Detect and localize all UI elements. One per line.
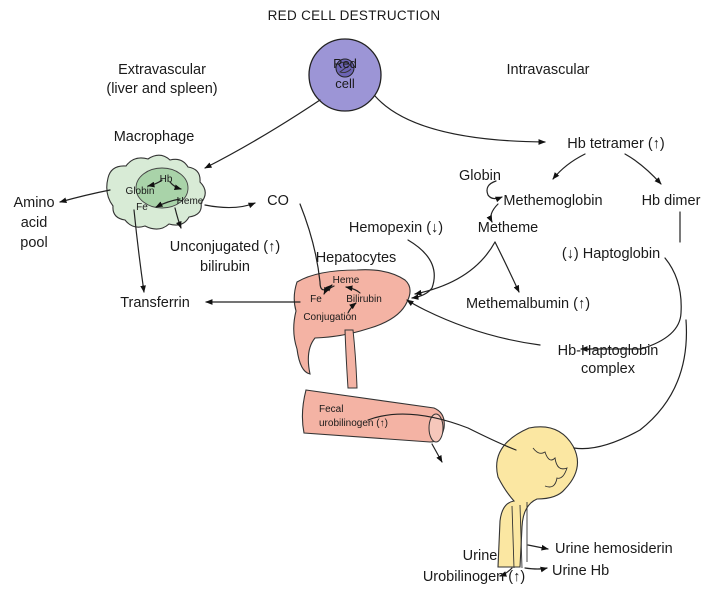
urine-hb-label: Urine Hb xyxy=(552,563,609,579)
arrow-metheme-to-liver xyxy=(414,241,496,296)
hepatocytes-label: Hepatocytes xyxy=(316,250,397,266)
macrophage-label: Macrophage xyxy=(114,129,195,145)
macrophage-hb: Hb xyxy=(160,174,173,185)
intravascular-label: Intravascular xyxy=(506,62,589,78)
arrow-redcell-to-macrophage xyxy=(204,99,321,169)
intestine-opening xyxy=(428,413,444,443)
arrow-dimer-to-complex xyxy=(580,257,682,352)
macrophage-globin: Globin xyxy=(126,186,155,197)
arrow-tetramer-to-methemoglobin xyxy=(552,153,586,180)
globin-label: Globin xyxy=(459,168,501,184)
unconjugated-bilirubin-1: Unconjugated (↑) xyxy=(170,239,280,255)
kidney-shape xyxy=(496,426,579,568)
arrow-complex-to-liver xyxy=(406,299,541,346)
unconjugated-bilirubin-2: bilirubin xyxy=(200,259,250,275)
arrow-to-amino-acid-pool xyxy=(59,189,111,204)
hepatocyte-fe: Fe xyxy=(310,294,322,305)
arrow-hb-to-heme xyxy=(169,181,182,190)
arrow-redcell-to-hb-tetramer xyxy=(374,95,546,145)
haptoglobin-label: (↓) Haptoglobin xyxy=(562,246,660,262)
arrow-hb-to-globin xyxy=(147,179,163,188)
urine-hemosiderin-label: Urine hemosiderin xyxy=(555,541,673,557)
red-cell-label-1: Red xyxy=(333,56,357,71)
amino-acid-pool-2: acid xyxy=(21,215,48,231)
extravascular-label: Extravascular xyxy=(118,62,206,78)
metheme-label: Metheme xyxy=(478,220,538,236)
red-cell-label-2: cell xyxy=(335,76,355,91)
arrow-heme-to-fe-liver xyxy=(323,285,335,295)
ureter-lines xyxy=(511,502,528,569)
arrow-heme-to-co xyxy=(204,202,256,209)
arrow-conjugation-to-bilirubin xyxy=(347,302,357,314)
hb-tetramer-label: Hb tetramer (↑) xyxy=(567,136,665,152)
co-label: CO xyxy=(267,193,289,209)
arrow-fecal-out xyxy=(431,443,443,463)
bile-duct xyxy=(344,329,358,389)
transferrin-label: Transferrin xyxy=(120,295,190,311)
hepatocyte-heme: Heme xyxy=(333,275,360,286)
kidney xyxy=(496,426,579,569)
hb-haptoglobin-complex-2: complex xyxy=(581,361,636,377)
arrow-globin-to-methemoglobin xyxy=(486,180,503,203)
amino-acid-pool-3: pool xyxy=(20,235,47,251)
fecal-urobilinogen-2: urobilinogen (↑) xyxy=(319,418,388,429)
urine-urobilinogen-label: Urobilinogen (↑) xyxy=(423,569,525,585)
arrow-fe-to-transferrin xyxy=(133,209,146,293)
macrophage-cell xyxy=(106,154,206,230)
hemopexin-label: Hemopexin (↓) xyxy=(349,220,443,236)
arrow-metheme-to-methemalbumin xyxy=(494,241,520,293)
macrophage-heme: Heme xyxy=(177,196,204,207)
methemoglobin-label: Methemoglobin xyxy=(503,193,602,209)
fecal-urobilinogen-1: Fecal xyxy=(319,404,343,415)
diagram-title: RED CELL DESTRUCTION xyxy=(268,8,441,23)
methemalbumin-label: Methemalbumin (↑) xyxy=(466,296,590,312)
line-dimer-to-kidney xyxy=(573,319,688,450)
arrow-methemoglobin-to-metheme xyxy=(486,203,499,223)
hb-haptoglobin-complex-1: Hb-Haptoglobin xyxy=(558,343,659,359)
red-cell-nucleus-squiggle xyxy=(338,61,352,74)
hb-dimer-label: Hb dimer xyxy=(642,193,701,209)
urine-label: Urine xyxy=(463,548,498,564)
liver xyxy=(293,269,445,443)
red-cell xyxy=(308,38,382,112)
amino-acid-pool-1: Amino xyxy=(13,195,54,211)
macrophage-fe: Fe xyxy=(136,202,148,213)
extravascular-sublabel: (liver and spleen) xyxy=(106,81,217,97)
arrow-bilirubin-to-heme xyxy=(345,285,361,294)
arrow-urine-hb xyxy=(524,566,548,573)
kidney-calyces xyxy=(532,447,568,488)
hepatocyte-conjugation: Conjugation xyxy=(303,312,356,323)
arrow-heme-to-fe xyxy=(155,198,181,208)
hepatocyte-bilirubin: Bilirubin xyxy=(346,294,382,305)
liver-shape xyxy=(293,269,411,375)
arrow-urine-hemosiderin xyxy=(527,544,549,551)
line-intestine-to-kidney xyxy=(367,413,517,451)
arrow-hemopexin-to-liver xyxy=(407,239,435,300)
arrow-to-unconjugated-bilirubin xyxy=(174,207,182,229)
arrow-tetramer-to-dimer xyxy=(624,153,662,185)
arrow-urine xyxy=(499,567,513,577)
macrophage-nucleus xyxy=(135,167,189,209)
